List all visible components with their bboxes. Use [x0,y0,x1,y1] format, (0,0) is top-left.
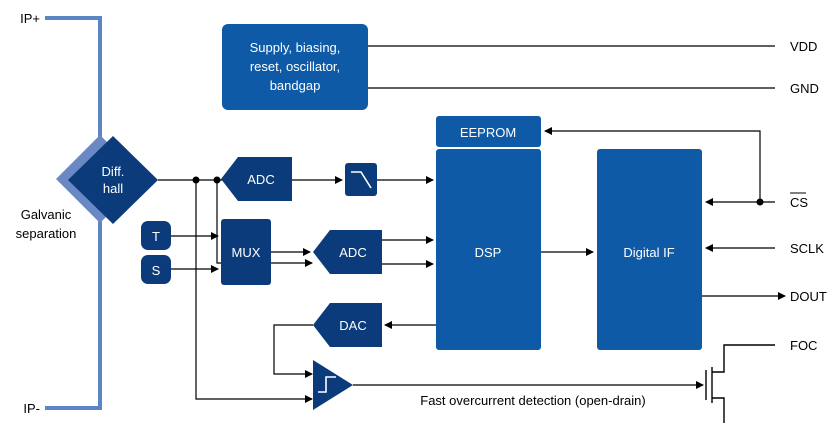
temperature-sensor-block: T [141,221,171,250]
pin-ip-plus: IP+ [20,11,40,26]
supply-label-line1: Supply, biasing, [250,40,341,55]
lowpass-filter-block [345,163,377,196]
mux-block: MUX [221,219,271,285]
open-drain-transistor [705,344,775,423]
stress-sensor-block: S [141,255,171,284]
t-label: T [152,229,160,244]
eeprom-block: EEPROM [436,116,541,147]
pin-cs-label: CS [790,195,808,210]
pin-ip-minus: IP- [23,401,40,416]
digital-if-block: Digital IF [597,149,702,350]
dsp-block: DSP [436,149,541,350]
dac-label: DAC [339,318,366,333]
supply-label-line3: bandgap [270,78,321,93]
adc-top-label: ADC [247,172,274,187]
pin-sclk: SCLK [790,241,824,256]
mux-label: MUX [232,245,261,260]
diff-hall-label-line2: hall [103,181,123,196]
eeprom-label: EEPROM [460,125,516,140]
junction-dot [756,198,764,206]
galvanic-label-line1: Galvanic [21,207,72,222]
supply-block: Supply, biasing, reset, oscillator, band… [222,24,368,110]
pin-foc: FOC [790,338,817,353]
dac-block: DAC [313,303,382,347]
pin-dout: DOUT [790,289,827,304]
fast-overcurrent-label: Fast overcurrent detection (open-drain) [420,393,645,408]
adc-mid-block: ADC [313,230,382,274]
pin-gnd: GND [790,81,819,96]
pin-cs: CS [790,192,808,210]
diff-hall-sensor: Diff. hall [56,135,158,224]
adc-mid-label: ADC [339,245,366,260]
dsp-label: DSP [475,245,502,260]
adc-top-block: ADC [221,157,292,201]
galvanic-label-line2: separation [16,226,77,241]
diff-hall-label-line1: Diff. [102,164,125,179]
comparator-block [313,360,353,410]
supply-label-line2: reset, oscillator, [250,59,340,74]
digital-if-label: Digital IF [623,245,674,260]
s-label: S [152,263,161,278]
pin-vdd: VDD [790,39,817,54]
